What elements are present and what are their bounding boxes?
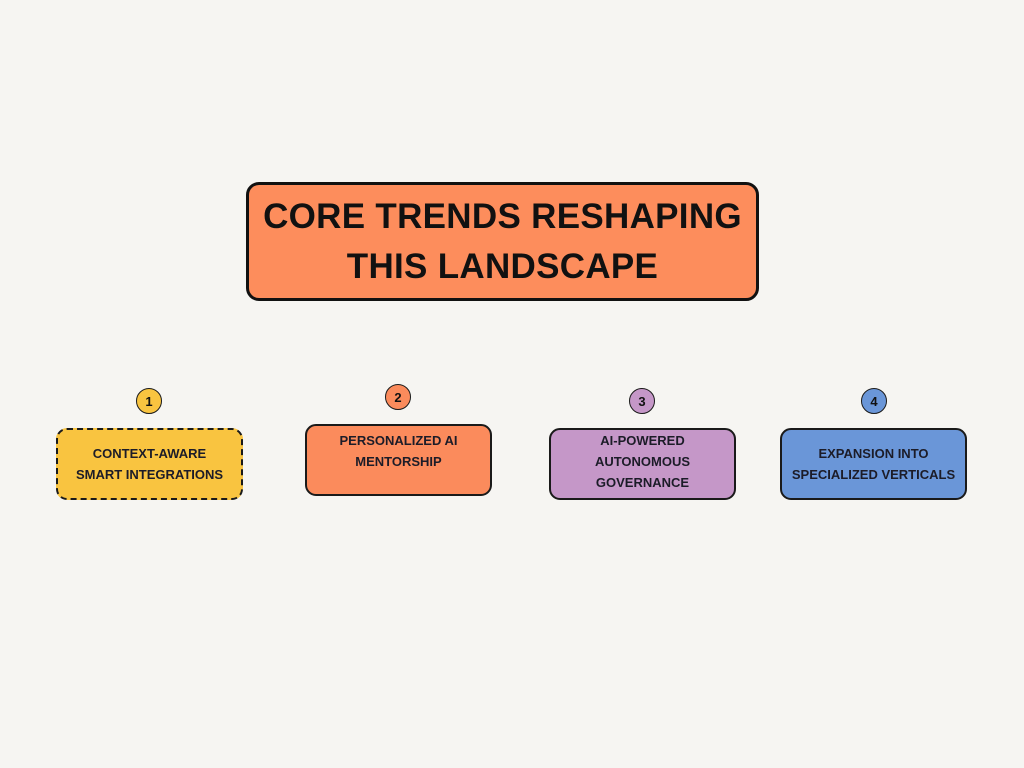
trend-box-autonomous-governance: AI-POWERED AUTONOMOUS GOVERNANCE: [549, 428, 736, 500]
trend-label: CONTEXT-AWARE SMART INTEGRATIONS: [75, 446, 224, 482]
title-text: CORE TRENDS RESHAPING THIS LANDSCAPE: [263, 196, 742, 286]
title-box: CORE TRENDS RESHAPING THIS LANDSCAPE: [246, 182, 759, 301]
trend-label: EXPANSION INTO SPECIALIZED VERTICALS: [791, 446, 956, 482]
trend-box-personalized-mentorship: PERSONALIZED AI MENTORSHIP: [305, 424, 492, 496]
trend-number-1: 1: [136, 388, 162, 414]
trend-number-2: 2: [385, 384, 411, 410]
trend-number-3: 3: [629, 388, 655, 414]
trend-number-4: 4: [861, 388, 887, 414]
trend-label: PERSONALIZED AI MENTORSHIP: [339, 433, 458, 469]
trend-box-context-aware: CONTEXT-AWARE SMART INTEGRATIONS: [56, 428, 243, 500]
trend-label: AI-POWERED AUTONOMOUS GOVERNANCE: [594, 433, 691, 490]
trend-box-specialized-verticals: EXPANSION INTO SPECIALIZED VERTICALS: [780, 428, 967, 500]
